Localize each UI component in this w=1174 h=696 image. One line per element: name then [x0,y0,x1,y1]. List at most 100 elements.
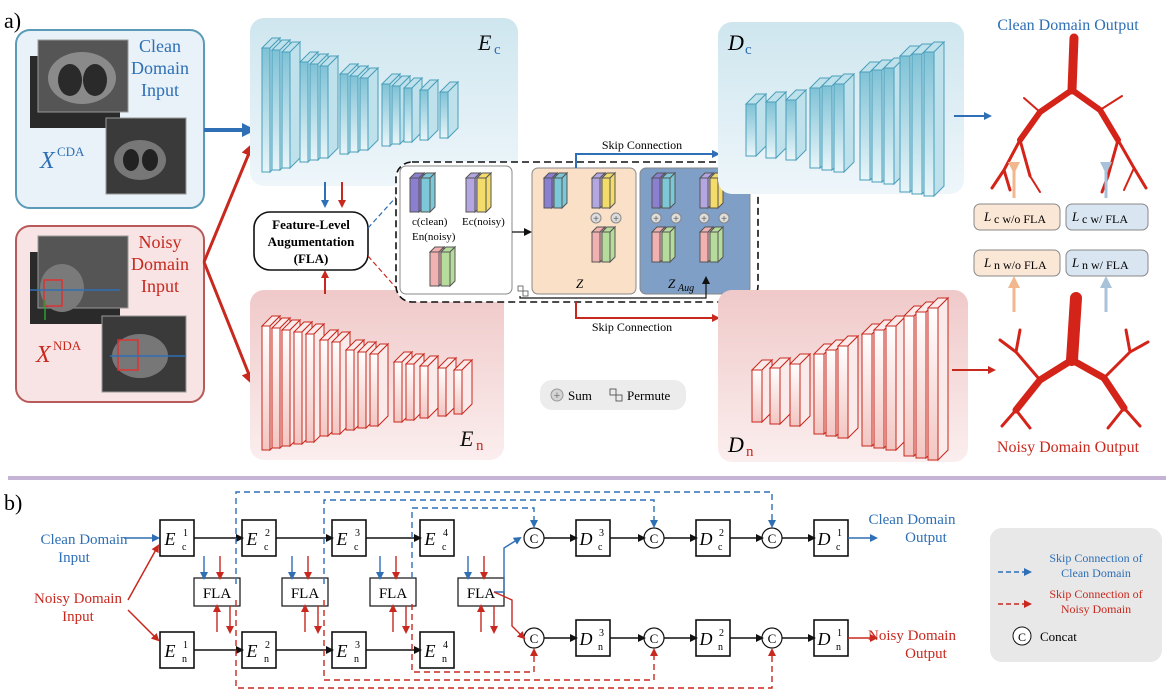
noisy-decoder-layer [926,296,950,462]
feature-ec-noisy-block [475,171,493,214]
enc-clean-1-sub: c [182,542,187,553]
sum-icon [650,212,662,224]
noisy-airway-tree-icon [998,292,1150,430]
sum-icon [670,212,682,224]
sum-icon [550,388,564,402]
skip-clean-3 [411,507,538,578]
loss-ln-w-label: n w/ FLA [1082,258,1129,272]
clean-output-label: Clean Domain Output [997,17,1139,34]
noisy-encoder-layer [452,358,474,416]
panel-b-label: b) [4,490,22,515]
z-aug-sub: Aug [677,283,694,294]
enc-noisy-4-symbol: E [424,641,436,661]
clean-decoder-layer [764,90,788,160]
zaug-block-en1 [660,225,677,264]
feature-clean-block [419,171,437,214]
noisy-decoder-layer [750,358,774,424]
fla-label-ec-noisy: Ec(noisy) [462,216,505,228]
clean-encoder-layer [318,54,340,160]
dec-clean-2-sup: 2 [719,528,724,539]
enc-clean-3-sup: 3 [355,528,360,539]
concat-noisy-1-symbol: C [530,631,539,646]
fla-line1: Feature-Level [272,217,350,232]
loss-ln-wo-symbol: L [983,255,991,270]
enc-clean-2-symbol: E [246,529,258,549]
zaug-block-clean [660,171,677,210]
dec-clean-1-sub: c [836,542,841,553]
b-clean-output-line2: Output [905,530,948,546]
noisy-input-title-1: Noisy [138,232,181,252]
skip-noisy-1 [235,600,776,689]
sum-icon [698,212,710,224]
fla-block-3 [369,577,417,607]
loss-lc-wo-symbol: L [983,209,991,224]
noisy-encoder-layer [368,342,390,428]
concat-clean-3-symbol: C [768,531,777,546]
b-clean-input-line2: Input [58,550,90,566]
noisy-decoder-cubes [750,296,950,462]
dec-clean-3-sub: c [598,542,603,553]
sum-glyph: + [653,214,659,225]
ct-volume-clean-icon [30,39,187,195]
b-noisy-output-line1: Noisy Domain [868,628,956,644]
concat-clean-1-symbol: C [530,531,539,546]
clean-input-title-2: Domain [131,58,189,78]
concat-noisy-3-symbol: C [768,631,777,646]
skip-bottom-label: Skip Connection [592,320,672,334]
loss-lc-wo-box [973,203,1061,231]
noisy-to-clean-encoder-arrow [202,142,255,263]
dec-noisy-3-sup: 3 [599,628,604,639]
feature-en-noisy-block [439,245,457,288]
skip-noisy-2 [323,600,658,681]
noisy-decoder-sub: n [746,444,754,460]
clean-encoder-sub: c [494,42,501,58]
skip-noisy-3 [411,604,538,673]
b-noisy-to-clean-arrow [127,544,159,601]
skip-top-arrow [575,150,720,168]
b-clean-output-line1: Clean Domain [868,512,956,528]
enc-clean-3-symbol: E [336,529,348,549]
loss-lc-wo-label: c w/o FLA [994,212,1046,226]
z-block-clean [552,171,569,210]
clean-decoder-layer [922,40,946,198]
noisy-input-superscript: NDA [53,338,82,353]
enc-noisy-4-sup: 4 [443,640,448,651]
z-aug-symbol: Z [668,276,676,291]
fla-feature-blocks [408,171,493,288]
concat-clean-2-symbol: C [650,531,659,546]
enc-noisy-2-sub: n [264,654,269,665]
clean-input-symbol: X [39,148,56,174]
fla4-to-concat-noisy [493,591,526,640]
clean-input-title-1: Clean [139,36,181,56]
clean-encoder-layer [358,66,380,152]
fla-block-1-label: FLA [203,586,232,602]
legend-permute-label: Permute [627,388,671,403]
clean-input-box: Clean Domain Input X CDA [15,29,205,209]
dec-clean-2-symbol: D [699,529,713,549]
ct-volume-noisy-icon [30,235,187,393]
noisy-encoder-cubes [260,314,474,452]
loss-lc-w-label: c w/ FLA [1082,212,1128,226]
clean-decoder-layer [832,72,856,174]
clean-decoder-layer [784,88,808,162]
fla-block-4-label: FLA [467,586,496,602]
fla-label-en-noisy: En(noisy) [412,231,456,243]
legend-concat-symbol: C [1018,630,1026,644]
clean-decoder-symbol: D [727,30,744,55]
fla-line3: (FLA) [294,251,329,266]
dec-clean-2-sub: c [718,542,723,553]
noisy-input-symbol: X [35,342,52,368]
legend-noisy-skip-1: Skip Connection of [1049,587,1142,601]
z-block-ec [600,171,617,210]
clean-input-superscript: CDA [57,144,85,159]
svg-text:+: + [554,390,560,402]
sum-glyph: + [673,214,679,225]
fla-label-clean: c(clean) [412,216,448,228]
dec-noisy-2-sub: n [718,642,723,653]
